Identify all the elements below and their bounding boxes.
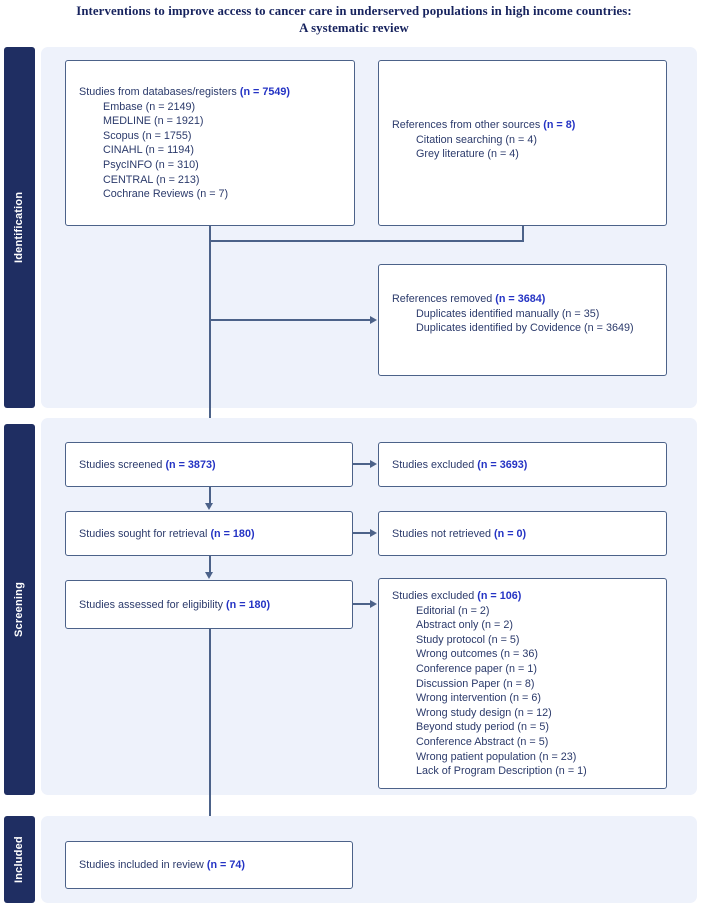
box-item: Study protocol (n = 5) <box>416 633 520 646</box>
connector-sought-to-assessed <box>209 556 211 573</box>
box-item: Discussion Paper (n = 8) <box>416 677 535 690</box>
box-studies-sought-retrieval[interactable] <box>65 511 353 556</box>
stage-label-included: Included <box>13 836 25 883</box>
stage-label-screening: Screening <box>13 582 25 637</box>
figure-title-line2: A systematic review <box>299 21 409 35</box>
connector-assessed-to-excluded <box>353 603 371 605</box>
box-item: Wrong study design (n = 12) <box>416 706 552 719</box>
box-header: References removed (n = 3684) <box>392 293 546 305</box>
arrow-right-to-not-retrieved <box>370 528 377 537</box>
box-item: Conference Abstract (n = 5) <box>416 735 549 748</box>
box-references-removed[interactable] <box>378 264 667 376</box>
stage-band-included: Included <box>4 816 35 903</box>
box-item: Embase (n = 2149) <box>103 100 196 113</box>
box-studies-screened-text: Studies screened (n = 3873) <box>79 458 216 473</box>
box-header: Studies excluded (n = 3693) <box>392 459 528 471</box>
box-studies-from-databases[interactable] <box>65 60 355 226</box>
box-studies-included-review-text: Studies included in review (n = 74) <box>79 858 245 873</box>
box-references-other-sources-text: References from other sources (n = 8) Ci… <box>392 118 575 162</box>
box-header: Studies included in review (n = 74) <box>79 859 245 871</box>
box-item: MEDLINE (n = 1921) <box>103 115 204 128</box>
box-studies-sought-retrieval-text: Studies sought for retrieval (n = 180) <box>79 527 255 542</box>
box-item: CINAHL (n = 1194) <box>103 144 194 157</box>
connector-to-references-removed <box>209 319 371 321</box>
box-references-removed-text: References removed (n = 3684) Duplicates… <box>392 292 634 336</box>
arrow-right-to-excluded-screening <box>370 459 377 468</box>
box-item: CENTRAL (n = 213) <box>103 173 200 186</box>
box-studies-not-retrieved-text: Studies not retrieved (n = 0) <box>392 527 526 542</box>
box-item: Wrong patient population (n = 23) <box>416 750 577 763</box>
box-item: Abstract only (n = 2) <box>416 619 513 632</box>
box-item: Duplicates identified manually (n = 35) <box>416 307 600 320</box>
box-studies-assessed-eligibility-text: Studies assessed for eligibility (n = 18… <box>79 598 270 613</box>
box-item: Wrong intervention (n = 6) <box>416 692 541 705</box>
box-studies-not-retrieved[interactable] <box>378 511 667 556</box>
box-header: Studies excluded (n = 106) <box>392 590 522 602</box>
box-item: Scopus (n = 1755) <box>103 129 192 142</box>
box-studies-excluded-eligibility-text: Studies excluded (n = 106) Editorial (n … <box>392 589 587 779</box>
connector-other-sources-down <box>522 226 524 241</box>
box-header: Studies from databases/registers (n = 75… <box>79 86 290 98</box>
stage-band-identification: Identification <box>4 47 35 408</box>
arrow-down-to-assessed <box>204 572 213 579</box>
box-header: References from other sources (n = 8) <box>392 119 576 131</box>
box-item: Grey literature (n = 4) <box>416 148 519 161</box>
arrow-down-to-sought <box>204 503 213 510</box>
connector-assessed-to-included <box>209 629 211 834</box>
box-studies-excluded-screening-text: Studies excluded (n = 3693) <box>392 458 527 473</box>
arrow-right-to-excluded-eligibility <box>370 599 377 608</box>
box-item: Lack of Program Description (n = 1) <box>416 765 587 778</box>
box-studies-assessed-eligibility[interactable] <box>65 580 353 629</box>
box-item: Editorial (n = 2) <box>416 604 490 617</box>
connector-screened-to-excluded <box>353 463 371 465</box>
box-studies-screened[interactable] <box>65 442 353 487</box>
stage-band-screening: Screening <box>4 424 35 795</box>
figure-title: Interventions to improve access to cance… <box>0 3 708 37</box>
box-studies-included-review[interactable] <box>65 841 353 889</box>
box-item: Beyond study period (n = 5) <box>416 721 549 734</box>
box-item: Duplicates identified by Covidence (n = … <box>416 322 634 335</box>
connector-main-vertical-identification <box>209 240 211 442</box>
stage-label-identification: Identification <box>13 191 25 264</box>
box-item: Citation searching (n = 4) <box>416 133 537 146</box>
box-studies-from-databases-text: Studies from databases/registers (n = 75… <box>79 85 290 202</box>
connector-databases-down <box>209 226 211 241</box>
arrow-right-to-references-removed <box>370 315 377 324</box>
box-item: Conference paper (n = 1) <box>416 662 537 675</box>
box-header: Studies screened (n = 3873) <box>79 459 216 471</box>
box-header: Studies assessed for eligibility (n = 18… <box>79 599 271 611</box>
box-studies-excluded-screening[interactable] <box>378 442 667 487</box>
connector-screened-to-sought <box>209 487 211 504</box>
box-item: PsycINFO (n = 310) <box>103 158 199 171</box>
box-item: Wrong outcomes (n = 36) <box>416 648 538 661</box>
figure-title-line1: Interventions to improve access to cance… <box>76 4 632 18</box>
box-references-other-sources[interactable] <box>378 60 667 226</box>
box-header: Studies not retrieved (n = 0) <box>392 528 527 540</box>
box-header: Studies sought for retrieval (n = 180) <box>79 528 255 540</box>
box-item: Cochrane Reviews (n = 7) <box>103 188 229 201</box>
connector-merge-horizontal <box>209 240 524 242</box>
connector-sought-to-not-retrieved <box>353 532 371 534</box>
box-studies-excluded-eligibility[interactable] <box>378 578 667 789</box>
